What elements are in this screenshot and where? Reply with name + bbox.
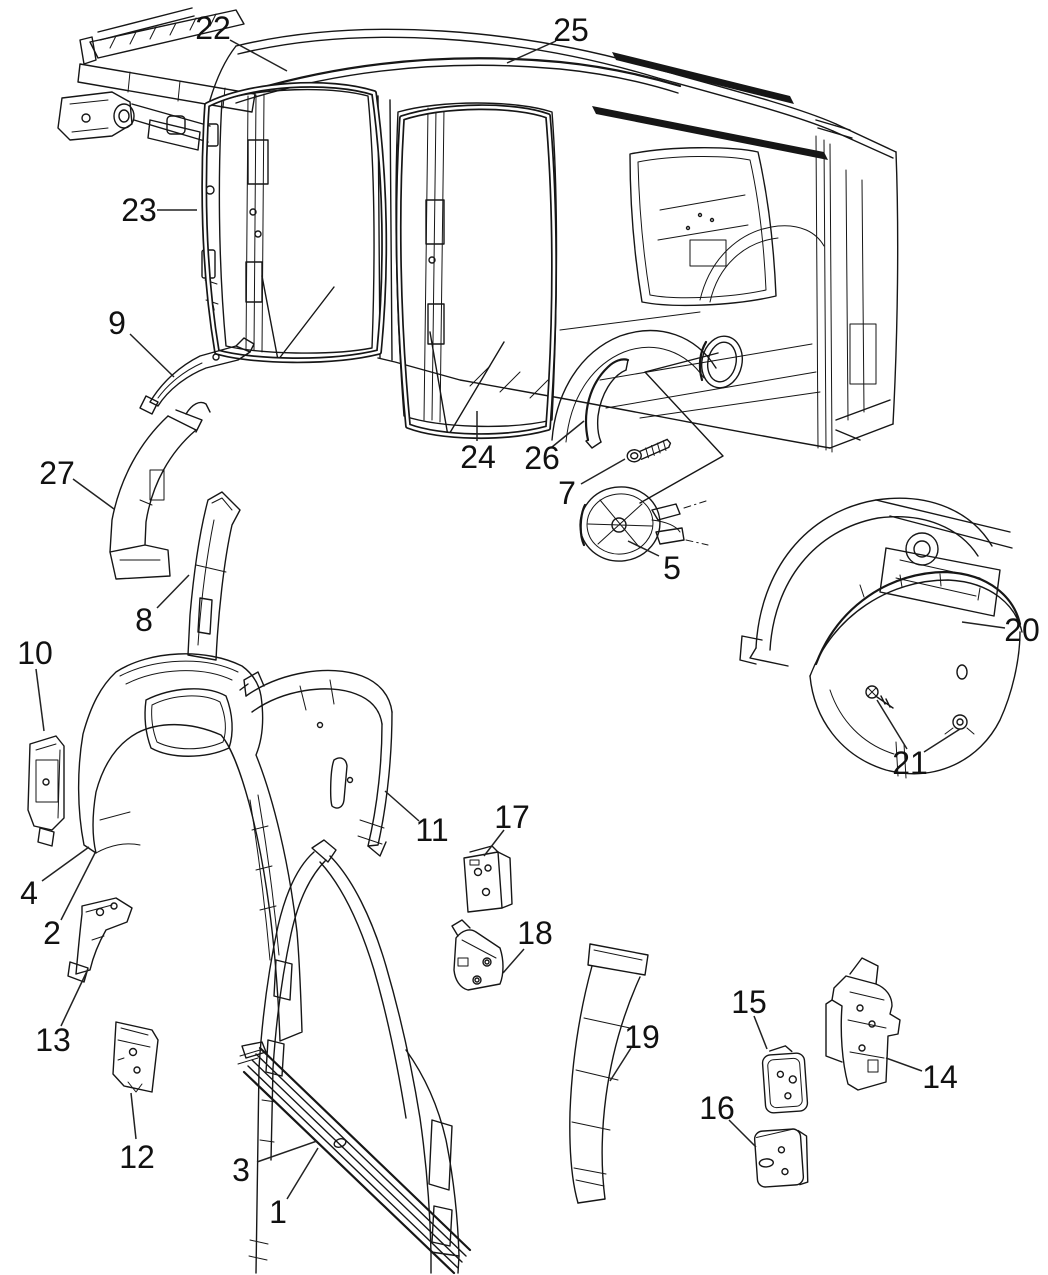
front-frame [57,7,256,151]
callout-label-20: 20 [1004,612,1040,648]
callout-label-18: 18 [517,915,553,951]
callout-leader-21 [876,699,908,750]
callout-leader-4 [41,846,90,882]
callout-label-8: 8 [135,602,153,638]
callout-layer: 1234578910111213141516171819202122232425… [17,10,1040,1230]
door-seal-front [201,81,388,364]
push-pin-fastener [865,685,894,709]
callout-label-22: 22 [195,10,231,46]
callout-leader-13 [60,968,89,1027]
callout-label-7: 7 [558,475,576,511]
callout-leader-14 [885,1057,923,1072]
callout-label-25: 25 [553,12,589,48]
callout-leader-17 [483,829,505,857]
fuel-door-leader [639,352,724,504]
callout-leader-5 [627,540,660,557]
wheelhouse-assembly [739,497,1023,779]
callout-label-16: 16 [699,1090,735,1126]
callout-label-23: 23 [121,192,157,228]
part-10-bracket [27,735,65,847]
callout-label-1: 1 [269,1194,287,1230]
callout-label-24: 24 [460,439,496,475]
callout-label-4: 4 [20,875,38,911]
callout-leader-21 [923,728,961,753]
part-27-a-pillar-inner [109,401,211,580]
callout-leader-9 [129,333,175,378]
callout-leader-8 [156,574,190,609]
part-16-pad [753,1128,809,1188]
callout-leader-11 [384,790,420,822]
part-18-bracket [451,919,504,991]
callout-leader-26 [551,420,585,448]
callout-leader-18 [502,948,525,974]
callout-label-13: 13 [35,1022,71,1058]
callout-leader-16 [728,1119,757,1148]
callout-leader-22 [229,39,288,72]
part-8-b-pillar-reinforcement [187,491,241,661]
callout-leader-27 [72,478,115,510]
roof-rail-sliver [592,106,828,160]
callout-leader-12 [130,1092,137,1140]
push-pin-fastener [944,714,975,735]
body-shell [201,28,899,504]
callout-label-2: 2 [43,915,61,951]
callout-label-15: 15 [731,984,767,1020]
part-15-pad [761,1045,809,1114]
part-1-aperture-panel [237,839,472,1275]
callout-label-12: 12 [119,1139,155,1175]
part-11-wheelhouse-arch [239,669,393,857]
art-layer [27,7,1023,1275]
callout-label-19: 19 [624,1019,660,1055]
callout-label-5: 5 [663,550,681,586]
callout-label-27: 27 [39,455,75,491]
door-seal-rear [395,104,557,439]
callout-label-21: 21 [892,745,928,781]
part-26-arch-trim [584,358,630,449]
callout-leader-10 [35,668,45,732]
callout-label-17: 17 [494,799,530,835]
callout-leader-3 [256,1140,318,1163]
fuel-filler-opening [701,335,743,389]
part-17-bracket [463,845,513,913]
callout-label-9: 9 [108,305,126,341]
part-9-rail-bracket [139,337,255,415]
callout-leader-1 [286,1147,319,1200]
callout-label-3: 3 [232,1152,250,1188]
callout-leader-25 [506,40,557,64]
part-19-pillar-reinforcement [569,943,649,1204]
callout-leader-20 [961,621,1006,629]
part-5-fuel-door-housing [579,486,709,562]
part-13-bracket [67,897,133,983]
callout-leader-2 [60,852,96,921]
callout-label-11: 11 [415,812,448,848]
part-7-screw [626,438,672,463]
roof-rail-sliver [612,52,794,104]
callout-leader-15 [753,1015,768,1050]
callout-label-26: 26 [524,440,560,476]
part-14-bracket [825,957,901,1091]
part-2-quarter-panel [77,653,303,1042]
callout-label-10: 10 [17,635,53,671]
part-12-panel [112,1021,159,1093]
callout-leader-19 [609,1047,632,1082]
callout-label-14: 14 [922,1059,958,1095]
callout-leader-7 [580,458,626,485]
